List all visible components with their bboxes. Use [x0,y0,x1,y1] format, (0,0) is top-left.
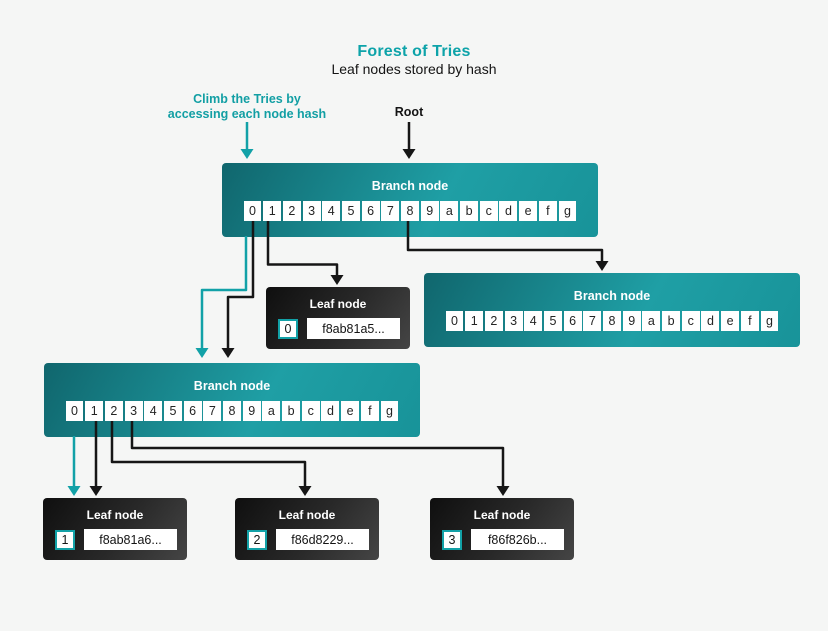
leaf-node-row: 0 f8ab81a5... [266,318,410,339]
hex-cell: a [440,201,459,221]
leaf-hash: f8ab81a5... [307,318,400,339]
climb-arrow [240,122,254,159]
hex-cell: 9 [420,201,439,221]
hex-cell: c [479,201,498,221]
root-label: Root [394,105,424,119]
hex-cell: 0 [445,311,464,331]
hex-cell: 6 [183,401,202,421]
hex-cell: 9 [622,311,641,331]
hex-cell: e [341,401,360,421]
hex-cell: f [538,201,557,221]
hex-cell: 1 [465,311,484,331]
page-subtitle: Leaf nodes stored by hash [331,61,497,77]
hex-cell: b [662,311,680,331]
hex-cell: f [360,401,379,421]
hex-cell: 5 [163,401,182,421]
hex-cell: 2 [104,401,123,421]
hex-cell: b [460,201,478,221]
hex-cell: g [760,311,779,331]
leaf-node-label: Leaf node [278,508,336,522]
hex-cell: 5 [543,311,562,331]
hex-cell: 8 [603,311,621,331]
hex-cell: 4 [524,311,543,331]
hex-cell: a [262,401,281,421]
branch-node-label: Branch node [573,289,651,303]
hex-cell: 1 [85,401,104,421]
hex-cell: 6 [361,201,380,221]
hex-cell: 3 [124,401,143,421]
climb-annotation: Climb the Tries by accessing each node h… [117,92,377,121]
leaf-index: 1 [55,529,75,550]
hex-cell: 6 [563,311,582,331]
hex-cell: f [740,311,759,331]
branch-node-label: Branch node [371,179,449,193]
hex-cell: c [301,401,320,421]
climb-annotation-line1: Climb the Tries by [193,92,301,106]
hex-cell: 9 [242,401,261,421]
climb-annotation-line2: accessing each node hash [167,106,327,121]
hex-cell: 4 [322,201,341,221]
hex-cell: d [701,311,720,331]
leaf-hash: f86d8229... [276,529,369,550]
page-title: Forest of Tries [357,43,471,60]
leaf-node-0: Leaf node 0 f8ab81a5... [266,287,410,349]
leaf-node-3: Leaf node 3 f86f826b... [430,498,574,560]
hex-cell: 7 [381,201,400,221]
arrow-cell0-to-left-branch [221,221,255,358]
leaf-node-label: Leaf node [309,297,367,311]
root-arrow [402,122,416,159]
hex-cell: 3 [504,311,523,331]
leaf-node-row: 2 f86d8229... [235,529,379,550]
hex-cell: 7 [583,311,602,331]
hex-cell: 3 [302,201,321,221]
hex-cell: g [558,201,577,221]
hex-cell: d [499,201,518,221]
leaf-index: 3 [442,529,462,550]
hex-cell: 8 [401,201,419,221]
hex-cell: 0 [243,201,262,221]
hex-cell: 0 [65,401,84,421]
hex-cell: e [721,311,740,331]
leaf-node-label: Leaf node [86,508,144,522]
leaf-index: 0 [278,318,298,339]
branch-node-label: Branch node [193,379,271,393]
leaf-node-row: 3 f86f826b... [430,529,574,550]
leaf-node-2: Leaf node 2 f86d8229... [235,498,379,560]
hex-cell: b [282,401,300,421]
leaf-hash: f8ab81a6... [84,529,177,550]
hex-cell: d [321,401,340,421]
leaf-node-row: 1 f8ab81a6... [43,529,187,550]
leaf-node-label: Leaf node [473,508,531,522]
hex-cell: 2 [282,201,301,221]
hex-cell: 4 [144,401,163,421]
hex-cell: 7 [203,401,222,421]
hex-cell: 1 [263,201,282,221]
hex-cell: 2 [484,311,503,331]
leaf-hash: f86f826b... [471,529,564,550]
leaf-node-1: Leaf node 1 f8ab81a6... [43,498,187,560]
hex-cell: e [519,201,538,221]
hex-cell: 5 [341,201,360,221]
hex-cell: 8 [223,401,241,421]
climb-path-branch [195,236,248,358]
hex-cell: a [642,311,661,331]
climb-path-leaf [67,436,81,496]
leaf-index: 2 [247,529,267,550]
hex-cell: c [681,311,700,331]
hex-cell: g [380,401,399,421]
